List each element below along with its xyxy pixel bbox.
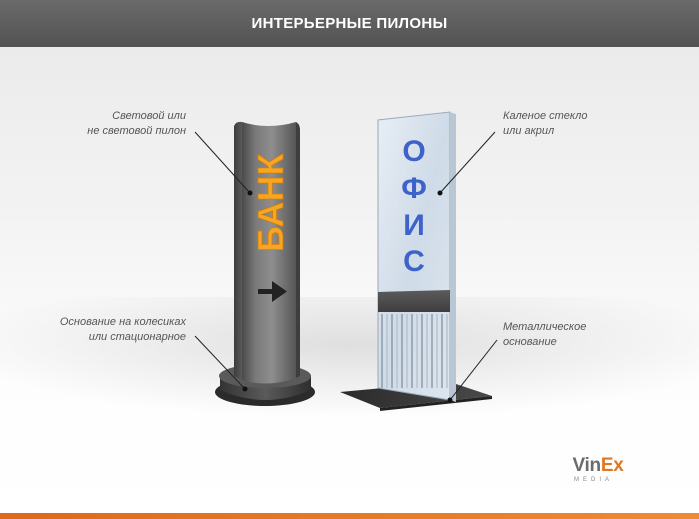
glass-letter-4: С xyxy=(403,245,425,278)
light-pylon: БАНК xyxy=(215,121,315,406)
callout-line-base xyxy=(194,335,246,390)
glass-letter-1: О xyxy=(402,135,425,168)
page-title: ИНТЕРЬЕРНЫЕ ПИЛОНЫ xyxy=(251,15,448,32)
pylon-back-edge xyxy=(234,121,242,380)
label-metal-base: Металлическое основание xyxy=(503,321,587,348)
callout-line-glass xyxy=(439,131,496,194)
pylon-side-edge xyxy=(296,122,300,378)
callout-line-light-pylon xyxy=(194,131,251,194)
arrow-right-icon xyxy=(258,281,287,302)
pylon-body xyxy=(242,122,296,384)
label-base: Основание на колесиках или стационарное xyxy=(59,316,186,343)
label-glass: Каленое стекло или акрил xyxy=(503,110,588,137)
label-light-pylon: Световой или не световой пилон xyxy=(87,110,186,137)
callout-line-metal-base xyxy=(449,339,498,401)
vinex-logo: VinEx MEDIA xyxy=(572,455,624,484)
footer-accent-bar xyxy=(0,513,699,519)
metal-band xyxy=(378,290,450,312)
callout-dots xyxy=(242,190,453,403)
illustration-stage xyxy=(0,47,699,513)
glass-panel-edge xyxy=(450,112,456,402)
floor-shadow xyxy=(0,297,699,417)
callout-lines xyxy=(194,131,498,401)
page-header: ИНТЕРЬЕРНЫЕ ПИЛОНЫ xyxy=(0,0,699,47)
glass-pylon: О Ф И С xyxy=(340,111,492,411)
metal-stripes xyxy=(381,314,448,388)
glass-letter-2: Ф xyxy=(401,172,427,205)
glass-letter-3: И xyxy=(403,209,425,242)
pylon-sign-text: БАНК xyxy=(250,153,291,253)
